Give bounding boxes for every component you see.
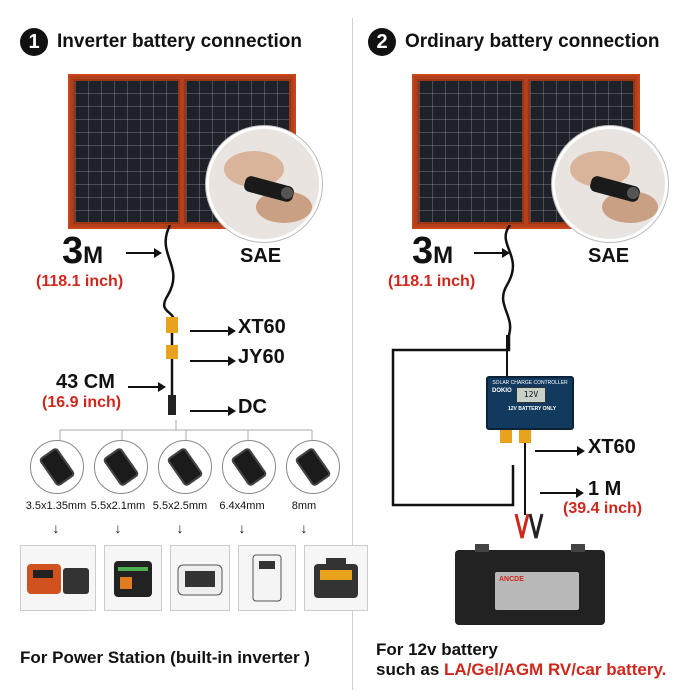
down-arrow-icon: ↓ bbox=[300, 520, 308, 536]
sae-hand-illustration-right bbox=[570, 151, 658, 223]
cable-length-right: 3M bbox=[412, 232, 453, 270]
right-heading-text: Ordinary battery connection bbox=[405, 31, 660, 52]
jy60-plug-left bbox=[166, 345, 178, 359]
jy60-label-left: JY60 bbox=[238, 346, 285, 368]
controller-note: 12V BATTERY ONLY bbox=[508, 406, 557, 412]
dc-plug-left bbox=[168, 395, 176, 415]
controller-title: SOLAR CHARGE CONTROLLER bbox=[492, 380, 568, 386]
panel-cell-right-a bbox=[417, 79, 524, 224]
step-2-badge: 2 bbox=[368, 28, 396, 56]
arrow-1m-right bbox=[540, 488, 584, 498]
power-station-icon bbox=[252, 554, 282, 602]
down-arrow-icon: ↓ bbox=[176, 520, 184, 536]
battery-terminal-negative bbox=[571, 544, 585, 552]
power-station-1 bbox=[20, 545, 96, 611]
tip-size-label: 6.4x4mm bbox=[219, 500, 265, 512]
tip-arrow-row: ↓ ↓ ↓ ↓ ↓ bbox=[25, 520, 335, 536]
dc-tip-1 bbox=[30, 440, 84, 494]
section-divider bbox=[352, 18, 353, 690]
power-station-4 bbox=[238, 545, 296, 611]
sae-connector-closeup-left bbox=[206, 126, 322, 242]
cable-length-inch-left: (118.1 inch) bbox=[36, 273, 124, 290]
dc-tip-3 bbox=[158, 440, 212, 494]
cable-length-unit-left: M bbox=[83, 242, 104, 269]
down-arrow-icon: ↓ bbox=[238, 520, 246, 536]
battery-terminal-positive bbox=[475, 544, 489, 552]
arrow-dc-left bbox=[190, 406, 236, 416]
panel-cell-left-a bbox=[73, 79, 180, 224]
arrow-3m-left bbox=[126, 248, 162, 258]
power-station-icon bbox=[177, 564, 223, 596]
right-footer-line1: For 12v battery bbox=[376, 640, 498, 659]
battery-clips bbox=[514, 513, 544, 539]
dc-tip-4 bbox=[222, 440, 276, 494]
power-station-icon bbox=[114, 561, 152, 597]
tip-size-label: 3.5x1.35mm bbox=[25, 500, 87, 512]
xt60-label-right: XT60 bbox=[588, 436, 636, 458]
adapter-length-inch-left: (16.9 inch) bbox=[42, 394, 122, 411]
power-station-2 bbox=[104, 545, 162, 611]
cable-length-inch-right: (118.1 inch) bbox=[388, 273, 476, 290]
dc-tip-2 bbox=[94, 440, 148, 494]
power-station-row bbox=[20, 545, 368, 611]
left-footer: For Power Station (built-in inverter ) bbox=[20, 648, 310, 667]
power-station-3 bbox=[170, 545, 230, 611]
tip-size-label: 8mm bbox=[291, 500, 317, 512]
down-arrow-icon: ↓ bbox=[52, 520, 60, 536]
right-footer-highlight: LA/Gel/AGM RV/car battery. bbox=[444, 660, 667, 679]
battery-brand: ANCDE bbox=[499, 576, 524, 583]
arrow-xt60-left bbox=[190, 326, 236, 336]
black-clip-icon bbox=[528, 513, 544, 539]
red-clip-icon bbox=[514, 513, 530, 539]
xt60-plug-left bbox=[166, 317, 178, 333]
battery-label: ANCDE bbox=[495, 572, 579, 610]
sae-hand-illustration-left bbox=[224, 151, 312, 223]
arrow-jy60-left bbox=[190, 356, 236, 366]
power-station-icon bbox=[314, 558, 358, 598]
battery-cable-inch: (39.4 inch) bbox=[563, 500, 643, 517]
tip-size-label: 5.5x2.5mm bbox=[152, 500, 208, 512]
right-footer-line2: such as LA/Gel/AGM RV/car battery. bbox=[376, 660, 666, 680]
car-battery: ANCDE bbox=[455, 544, 605, 625]
cable-length-unit-right: M bbox=[433, 242, 454, 269]
sae-connector-closeup-right bbox=[552, 126, 668, 242]
dc-tip-5 bbox=[286, 440, 340, 494]
sae-label-right: SAE bbox=[588, 245, 630, 267]
power-station-5 bbox=[304, 545, 368, 611]
arrow-xt60-right bbox=[535, 446, 585, 456]
tip-branch-lines bbox=[59, 420, 313, 440]
adapter-length-left: 43 CM bbox=[56, 371, 115, 393]
step-1-badge: 1 bbox=[20, 28, 48, 56]
cable-length-left: 3M bbox=[62, 232, 103, 270]
tip-size-row: 3.5x1.35mm 5.5x2.1mm 5.5x2.5mm 6.4x4mm 8… bbox=[25, 500, 335, 512]
left-heading-text: Inverter battery connection bbox=[57, 31, 302, 52]
arrow-43cm-left bbox=[128, 382, 166, 392]
controller-display: 12V bbox=[516, 387, 546, 403]
charge-controller: SOLAR CHARGE CONTROLLER 12V DOKIO 12V BA… bbox=[486, 376, 574, 430]
sae-label-left: SAE bbox=[240, 245, 282, 267]
left-heading: 1 Inverter battery connection bbox=[20, 28, 302, 56]
xt60-label-left: XT60 bbox=[238, 316, 286, 338]
dc-label-left: DC bbox=[238, 396, 267, 418]
dc-tip-row bbox=[30, 440, 340, 494]
right-heading: 2 Ordinary battery connection bbox=[368, 28, 659, 56]
controller-brand: DOKIO bbox=[492, 388, 512, 394]
arrow-3m-right bbox=[474, 248, 510, 258]
power-station-icon bbox=[27, 564, 89, 594]
tip-size-label: 5.5x2.1mm bbox=[90, 500, 146, 512]
right-footer-prefix: such as bbox=[376, 660, 445, 679]
down-arrow-icon: ↓ bbox=[114, 520, 122, 536]
cable-left bbox=[162, 225, 178, 415]
battery-cable-length: 1 M bbox=[588, 478, 622, 500]
cable-length-number-right: 3 bbox=[412, 230, 434, 272]
cable-length-number-left: 3 bbox=[62, 230, 84, 272]
